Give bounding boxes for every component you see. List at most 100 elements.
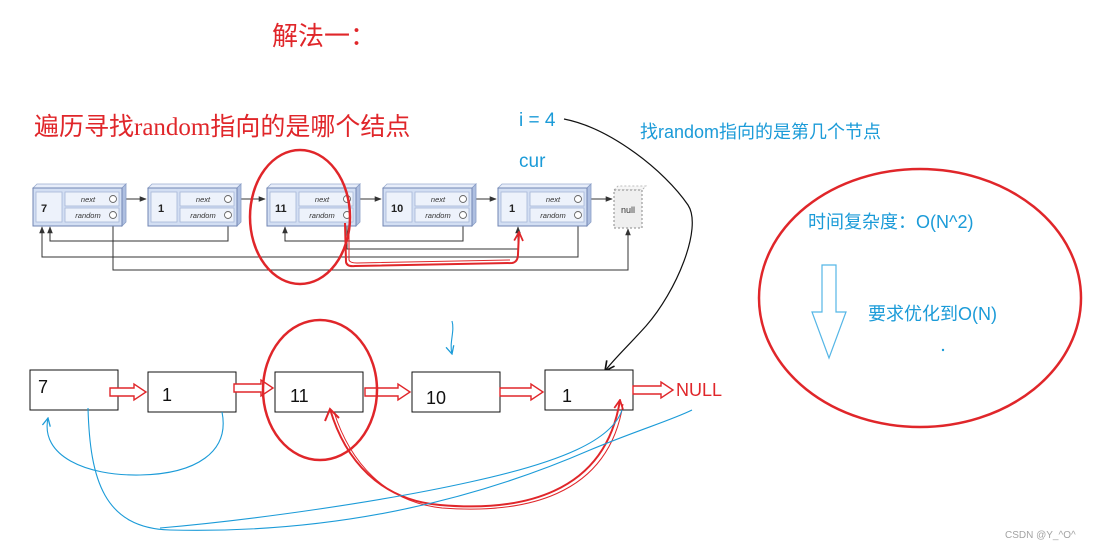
next-label: next xyxy=(196,195,211,204)
next-label: next xyxy=(431,195,446,204)
index-pointer-curve xyxy=(563,118,693,371)
next-block-arrow xyxy=(233,378,275,398)
random-label: random xyxy=(75,211,100,220)
null-bevel xyxy=(613,185,647,191)
next-block-arrow xyxy=(499,382,545,402)
node-value: 7 xyxy=(41,203,47,215)
bottom-node-value: 7 xyxy=(38,377,48,397)
random-curve-red-shadow xyxy=(333,403,624,510)
node-random-field xyxy=(529,207,585,223)
bottom-node-value: 11 xyxy=(290,386,309,406)
node-random-field xyxy=(179,207,235,223)
random-pointer-line xyxy=(282,219,464,242)
node-bevel-side xyxy=(236,183,242,227)
random-curve-blue xyxy=(159,409,623,529)
top-node: 1 next random xyxy=(147,183,242,227)
next-pointer-dot xyxy=(574,195,582,203)
random-pointer-dot xyxy=(459,211,467,219)
random-pointer-line xyxy=(39,219,579,258)
node-value-cell xyxy=(150,191,178,223)
next-label: next xyxy=(81,195,96,204)
random-pointer-dot xyxy=(224,211,232,219)
node-value-cell xyxy=(269,191,297,223)
random-pointer-dot xyxy=(109,211,117,219)
bottom-node-value: 10 xyxy=(426,388,446,408)
next-block-arrow xyxy=(109,382,148,402)
top-null-node: null xyxy=(613,185,647,229)
node-value: 1 xyxy=(509,203,515,215)
bottom-null-label: NULL xyxy=(676,380,722,400)
bottom-node-box xyxy=(29,369,119,411)
node-next-field xyxy=(179,191,235,207)
node-random-field xyxy=(298,207,354,223)
random-trace-red xyxy=(344,222,519,268)
random-label: random xyxy=(540,211,565,220)
node-bevel-side xyxy=(121,183,127,227)
find-position-note: 找random指向的是第几个节点 xyxy=(640,122,881,142)
bottom-node: 11 xyxy=(274,371,364,413)
random-label: random xyxy=(309,211,334,220)
bottom-node-box xyxy=(147,371,237,413)
node-random-field xyxy=(414,207,470,223)
node-bevel-top xyxy=(382,183,477,189)
null-box xyxy=(613,189,643,229)
next-label: next xyxy=(315,195,330,204)
next-block-arrow xyxy=(632,380,675,400)
bottom-node: 10 xyxy=(411,371,501,413)
random-curve-blue xyxy=(87,407,693,531)
next-pointer-dot xyxy=(224,195,232,203)
random-pointer-dot xyxy=(574,211,582,219)
next-label: next xyxy=(546,195,561,204)
optimize-note: 要求优化到O(N) xyxy=(868,304,997,324)
node-value-cell xyxy=(500,191,528,223)
bottom-node-value: 1 xyxy=(162,385,172,405)
node-next-field xyxy=(64,191,120,207)
down-hollow-arrow xyxy=(811,264,847,360)
random-curve-red-hook xyxy=(324,407,340,422)
node-bevel-side xyxy=(471,183,477,227)
complexity-ellipse xyxy=(757,167,1083,429)
blue-dot xyxy=(941,348,945,352)
random-pointer-line xyxy=(112,219,631,271)
bottom-node: 1 xyxy=(147,371,237,413)
next-pointer-dot xyxy=(109,195,117,203)
random-label: random xyxy=(425,211,450,220)
node-next-field xyxy=(529,191,585,207)
node-bevel-top xyxy=(147,183,242,189)
top-node: 7 next random xyxy=(32,183,127,227)
node-next-field xyxy=(298,191,354,207)
random-curve-blue xyxy=(47,411,224,476)
node-value: 10 xyxy=(391,203,403,215)
bottom-node-value: 1 xyxy=(562,386,572,406)
top-node: 1 next random xyxy=(497,183,592,227)
node-value: 1 xyxy=(158,203,164,215)
solution-title: 解法一： xyxy=(272,22,376,51)
random-curve-red xyxy=(329,400,620,508)
cur-label: cur xyxy=(519,151,546,172)
node-bevel-side xyxy=(586,183,592,227)
bottom-node-box xyxy=(274,371,364,413)
node-bevel-side xyxy=(355,183,361,227)
null-label: null xyxy=(621,205,635,215)
highlight-circle-top xyxy=(248,148,352,286)
next-block-arrow xyxy=(364,382,412,402)
index-label: i = 4 xyxy=(519,110,556,131)
bottom-node: 7 xyxy=(29,369,119,411)
node-bevel-top xyxy=(497,183,592,189)
method-heading: 遍历寻找random指向的是哪个结点 xyxy=(34,113,410,141)
watermark: CSDN @Y_^O^ xyxy=(1005,530,1076,541)
node-value-cell xyxy=(35,191,63,223)
top-node: 11 next random xyxy=(266,183,361,227)
node-value: 11 xyxy=(275,203,287,215)
node-next-field xyxy=(414,191,470,207)
node-bevel-top xyxy=(32,183,127,189)
node-value-cell xyxy=(385,191,413,223)
random-trace-red-shadow xyxy=(348,226,511,264)
highlight-circle-bottom xyxy=(261,318,379,462)
next-pointer-dot xyxy=(459,195,467,203)
top-node: 10 next random xyxy=(382,183,477,227)
cur-arrow xyxy=(451,320,453,354)
random-pointer-line xyxy=(47,219,229,242)
random-label: random xyxy=(190,211,215,220)
